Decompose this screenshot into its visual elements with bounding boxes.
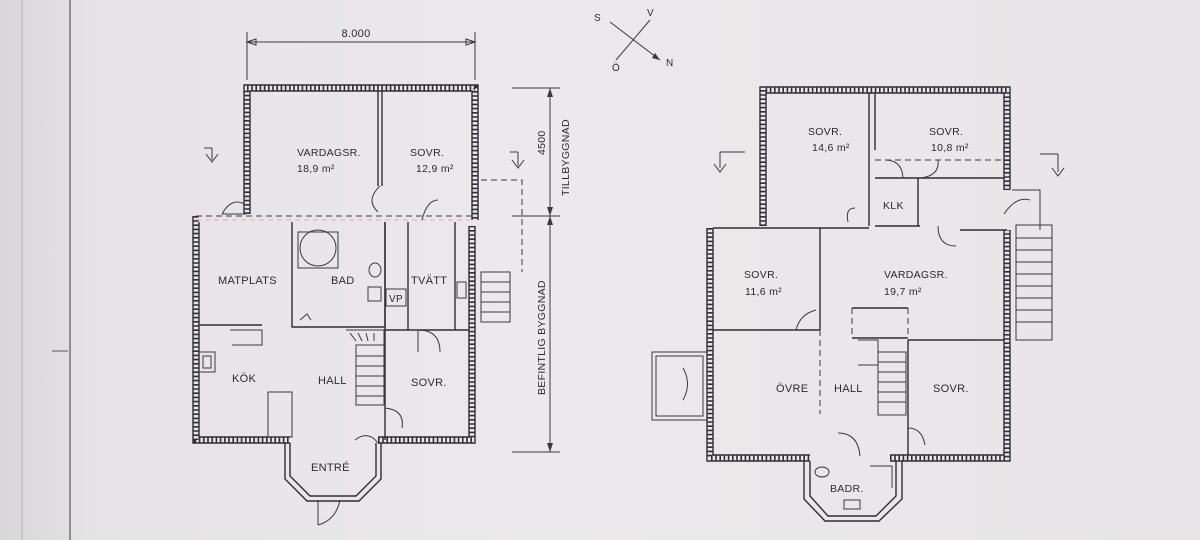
dimension-width-label: 8.000 xyxy=(341,28,370,40)
upper-badr-label: BADR. xyxy=(830,483,864,495)
room-hall-label: HALL xyxy=(318,375,347,387)
upper-sovr-a-name: SOVR. xyxy=(808,126,842,138)
room-sovrum-area: 12,9 m² xyxy=(416,163,454,175)
upper-sovr-d-label: SOVR. xyxy=(933,383,969,395)
room-vp-label: VP xyxy=(389,294,403,305)
room-vardagsrum-area: 18,9 m² xyxy=(297,163,335,175)
upper-klk-label: KLK xyxy=(883,200,904,212)
room-tvatt-label: TVÄTT xyxy=(411,275,447,287)
room-matplats-label: MATPLATS xyxy=(218,275,277,287)
upper-vardagsrum-area: 19,7 m² xyxy=(884,286,922,298)
upper-hall-label: HALL xyxy=(834,383,863,395)
upper-sovr-c-name: SOVR. xyxy=(744,269,778,281)
compass-s-label: S xyxy=(594,13,601,24)
upper-sovr-b-name: SOVR. xyxy=(929,126,963,138)
upper-sovr-c-area: 11,6 m² xyxy=(745,286,782,298)
room-kok-label: KÖK xyxy=(232,373,256,385)
compass-rose: S V Ö N xyxy=(594,8,674,74)
room-sovrum-bottom-label: SOVR. xyxy=(411,377,447,389)
befintlig-byggnad-label: BEFINTLIG BYGGNAD xyxy=(536,280,548,395)
compass-n-label: N xyxy=(666,58,674,69)
upper-floor-plan: SOVR. 14,6 m² SOVR. 10,8 m² KLK SOVR. 11… xyxy=(651,86,1065,522)
compass-o-label: Ö xyxy=(612,62,620,74)
room-vardagsrum-name: VARDAGSR. xyxy=(297,147,361,159)
room-sovrum-name: SOVR. xyxy=(410,147,444,159)
upper-sovr-a-area: 14,6 m² xyxy=(812,142,850,154)
upper-vardagsrum-name: VARDAGSR. xyxy=(884,269,948,281)
ground-floor-plan: 8.000 xyxy=(192,28,525,526)
compass-v-label: V xyxy=(647,8,654,19)
vertical-dimensions: 4500 TILLBYGGNAD BEFINTLIG BYGGNAD xyxy=(512,87,572,453)
tillbyggnad-label: TILLBYGGNAD xyxy=(560,119,572,196)
dimension-depth-label: 4500 xyxy=(536,130,548,155)
room-entre-label: ENTRÉ xyxy=(311,461,350,474)
upper-ovre-label: ÖVRE xyxy=(776,383,808,395)
upper-sovr-b-area: 10,8 m² xyxy=(931,142,969,154)
room-bad-label: BAD xyxy=(331,275,355,287)
